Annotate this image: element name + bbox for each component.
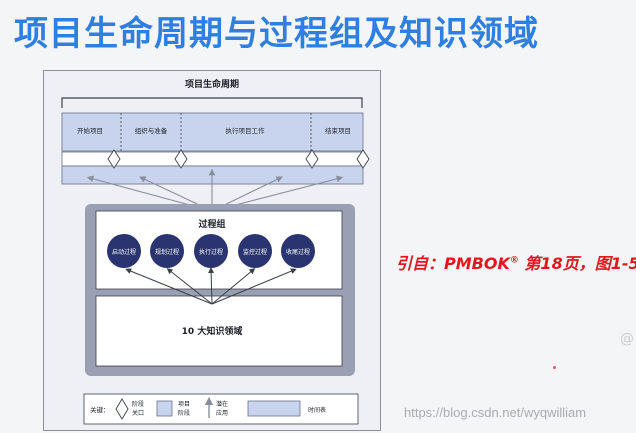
watermark: https://blog.csdn.net/wyqwilliam [404,405,587,420]
side-mark: @ [620,331,634,347]
process-label: 启动过程 [112,248,136,256]
lifecycle-title: 项目生命周期 [185,78,239,90]
knowledge-to-process-arrows [125,267,297,305]
process-circle [281,234,315,268]
legend-gate-icon [115,398,129,420]
legend-arrow-label-1: 潜在 [216,400,228,408]
legend-phase-swatch [156,400,173,417]
phase-band [61,112,364,152]
process-label: 执行过程 [199,248,223,256]
legend-box [83,393,359,425]
process-label: 收尾过程 [286,248,310,256]
lifecycle-bracket [61,97,363,108]
legend-key-label: 关键： [90,405,110,414]
knowledge-areas-box [95,295,343,367]
legend-gate-label-2: 关口 [132,409,144,417]
legend-phase-label-1: 项目 [178,401,190,408]
phase-label: 结束项目 [325,126,351,135]
process-label: 监控过程 [243,248,267,256]
legend-gate-label-1: 阶段 [132,400,144,408]
process-group-title: 过程组 [198,218,225,230]
legend-timeline-label: 时间表 [308,406,326,414]
phase-gate-icon [356,149,370,169]
process-label: 规划过程 [155,248,179,256]
legend-arrow-label-2: 应用 [216,409,228,417]
citation-prefix: 引自：PMBOK [396,254,510,273]
process-circle [150,234,184,268]
citation-suffix: 第18页，图1-5 [518,254,636,273]
legend-timeline-swatch [247,400,301,417]
phase-gate-icon [305,149,319,169]
citation-registered-mark: ® [509,255,519,266]
process-circle [194,234,228,268]
legend-phase-label-2: 阶段 [178,409,190,417]
process-circle [107,234,141,268]
process-circle [238,234,272,268]
phase-gate-icon [174,149,188,169]
phase-gate-icon [107,149,121,169]
citation: 引自：PMBOK® 第18页，图1-5 [396,250,636,274]
cursor-dot [553,366,556,369]
phase-label: 执行项目工作 [226,126,266,135]
phase-label: 开始项目 [77,126,103,135]
slide-title: 项目生命周期与过程组及知识领域 [14,14,539,54]
knowledge-areas-label: 10 大知识领域 [182,325,243,337]
phase-label: 组织与准备 [135,126,168,135]
